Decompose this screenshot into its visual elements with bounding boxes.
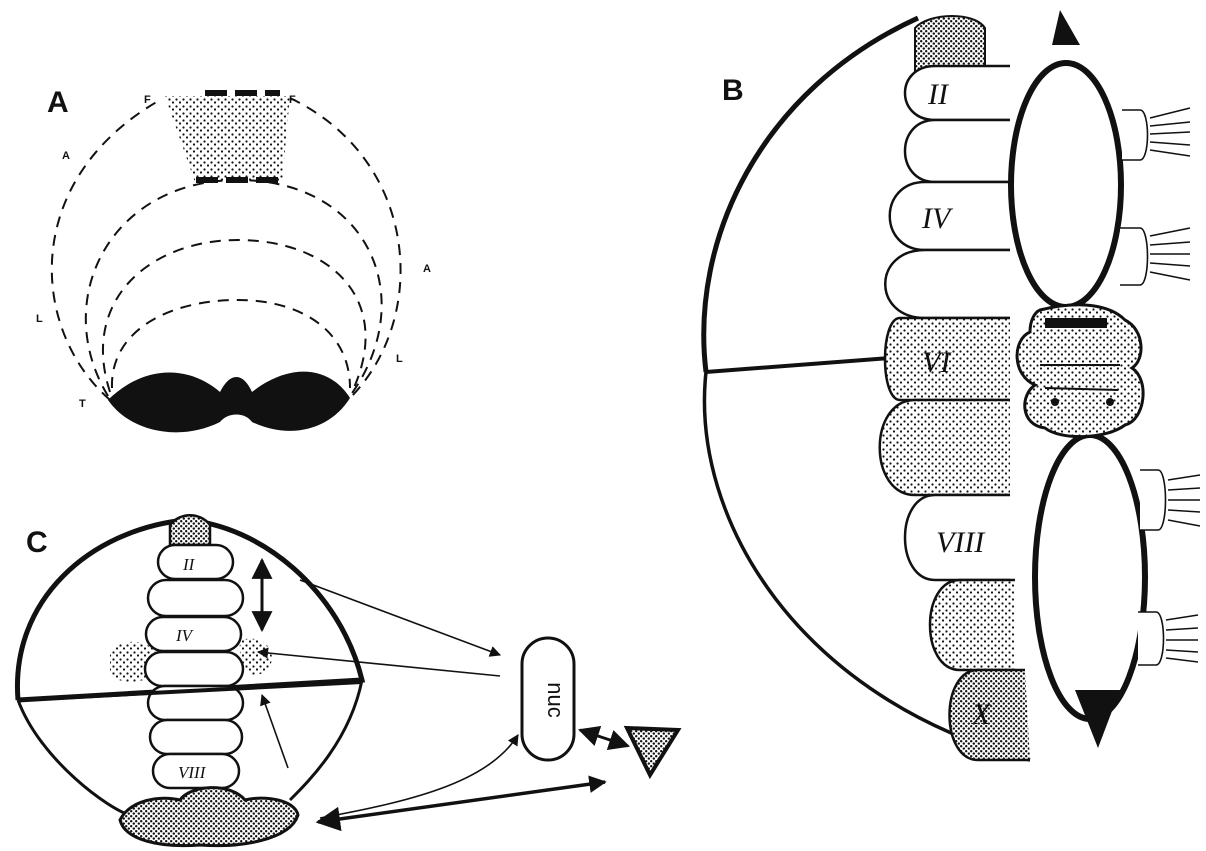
panel-b-lower-oval — [1035, 435, 1145, 719]
panel-b-tuft-3 — [1140, 470, 1200, 530]
panel-a-label-l-right: L — [396, 353, 403, 365]
panel-c-label-viii: VIII — [178, 763, 207, 782]
panel-c-arrow-tail-to-v — [318, 782, 605, 822]
panel-b-label-x: X — [971, 698, 992, 731]
panel-b-label-iv: IV — [921, 202, 954, 235]
panel-b-letter: B — [722, 74, 744, 107]
panel-b-label-viii: VIII — [936, 526, 986, 559]
panel-c-letter: C — [26, 526, 48, 559]
panel-a-black-base — [108, 372, 350, 433]
panel-b-midline — [706, 358, 890, 372]
panel-c-segment-v — [145, 652, 243, 686]
panel-c-head-cap — [170, 515, 210, 545]
panel-c-arrow-side-to-nuc — [258, 652, 500, 676]
panel-a: A F F A A L L T — [36, 86, 431, 432]
panel-b-tuft-2 — [1120, 228, 1190, 285]
panel-a-label-t-left: T — [79, 398, 86, 410]
panel-c-arrow-tail-to-nuc — [320, 735, 518, 818]
panel-c-v-triangle — [627, 728, 678, 775]
panel-b-segment-column — [880, 66, 1030, 760]
panel-b-segment-ix — [930, 580, 1015, 670]
panel-a-label-a-left: A — [62, 150, 70, 162]
panel-c: C II IV VIII — [17, 515, 678, 845]
panel-a-letter: A — [47, 86, 69, 119]
panel-b-label-ii: II — [927, 78, 950, 111]
panel-b-segment-v — [885, 250, 1010, 318]
panel-c-segment-iii — [148, 580, 243, 616]
panel-c-segment-ii — [158, 545, 233, 579]
panel-c-tail-blob — [120, 788, 298, 846]
panel-a-outer-arc-right — [290, 98, 401, 400]
panel-b: B II IV VI VIII X — [704, 10, 1200, 760]
panel-c-nuc-label: nuc — [543, 682, 568, 717]
panel-a-arc-3 — [103, 240, 366, 392]
panel-b-segment-ii — [905, 66, 1010, 120]
panel-c-arrow-nuc-to-v — [580, 730, 628, 746]
panel-b-outer-curve — [704, 18, 918, 372]
panel-a-top-block — [165, 96, 290, 182]
panel-c-label-ii: II — [182, 555, 196, 574]
panel-b-segment-vii — [880, 400, 1010, 495]
panel-b-tuft-1 — [1122, 108, 1190, 160]
panel-c-segment-vii — [150, 720, 242, 754]
panel-b-segment-iii — [905, 120, 1010, 182]
panel-a-outer-arc — [52, 100, 160, 400]
panel-c-arrow-upper-to-nuc — [300, 580, 500, 655]
panel-a-arc-2 — [86, 180, 382, 396]
panel-a-label-l-left: L — [36, 313, 43, 325]
panel-a-label-f-right: F — [289, 94, 296, 106]
panel-b-tuft-4 — [1138, 612, 1198, 665]
panel-b-upper-oval — [1011, 63, 1121, 307]
panel-a-label-f-left: F — [144, 94, 151, 106]
panel-c-arrow-lower-up — [262, 695, 288, 768]
panel-c-segment-iv — [146, 617, 241, 651]
panel-b-label-vi: VI — [922, 346, 952, 379]
panel-a-label-a-right: A — [423, 263, 431, 275]
panel-c-right-patch — [240, 639, 272, 675]
panel-b-central-knot — [1017, 305, 1143, 437]
panel-b-upper-spike — [1052, 10, 1080, 45]
panel-c-label-iv: IV — [175, 626, 195, 645]
